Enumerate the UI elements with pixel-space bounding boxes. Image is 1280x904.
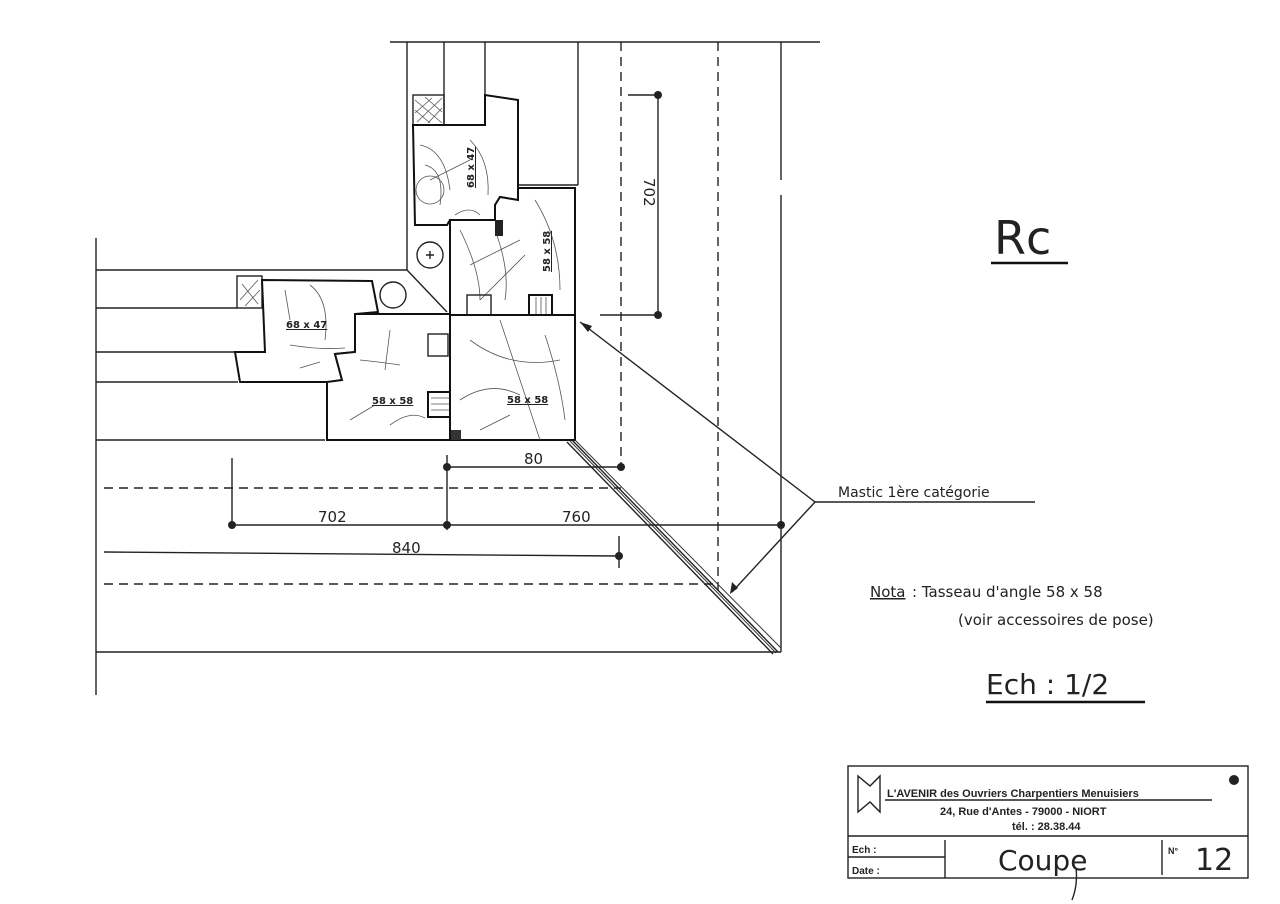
profile-label: 58 x 58 [507,395,548,406]
company-name: L'AVENIR des Ouvriers Charpentiers Menui… [887,788,1139,800]
dimension-840: 840 [103,536,623,568]
ech-label: Ech : [852,845,876,856]
dimension-702-760: 702 760 [228,458,785,529]
drawing-name: Coupe [998,844,1087,877]
profile-label: 58 x 58 [372,396,413,407]
company-phone: tél. : 28.38.44 [1012,821,1081,833]
dimension-vertical-702: 702 [600,91,662,319]
seal-strip [495,220,503,236]
drawing-number: 12 [1195,843,1233,878]
company-logo-icon [857,774,881,814]
bolt-cross-icon [426,251,434,259]
title-block: L'AVENIR des Ouvriers Charpentiers Menui… [847,765,1249,901]
dimension-label: 760 [562,508,591,526]
bolt-circle [379,281,407,309]
arrowhead-icon [580,322,592,332]
profile-label: 58 x 58 [542,231,553,272]
profile-corner: 58 x 58 [449,314,576,441]
dimension-80: 80 [443,450,625,530]
drawing-title: Rc [994,211,1051,265]
dimension-label: 80 [524,450,543,468]
date-label: Date : [852,866,880,877]
corner-trim [566,439,782,655]
dimension-label: 702 [318,508,347,526]
mastic-leader [579,321,1035,594]
dimension-label: 840 [392,539,421,557]
arrowhead-icon [730,582,738,594]
profile-label: 68 x 47 [466,147,477,188]
mastic-label: Mastic 1ère catégorie [838,485,990,501]
company-address: 24, Rue d'Antes - 79000 - NIORT [940,806,1107,818]
scale-label: Ech : 1/2 [986,668,1109,701]
number-label: N° [1168,846,1178,856]
bolt-circle [416,241,444,269]
profile-label: 68 x 47 [286,320,327,331]
nota-label: Nota [870,583,905,601]
nota-text-line1: : Tasseau d'angle 58 x 58 [912,583,1103,601]
dimension-label: 702 [640,178,658,207]
nota-text-line2: (voir accessoires de pose) [958,611,1154,629]
punch-hole [1229,775,1239,785]
